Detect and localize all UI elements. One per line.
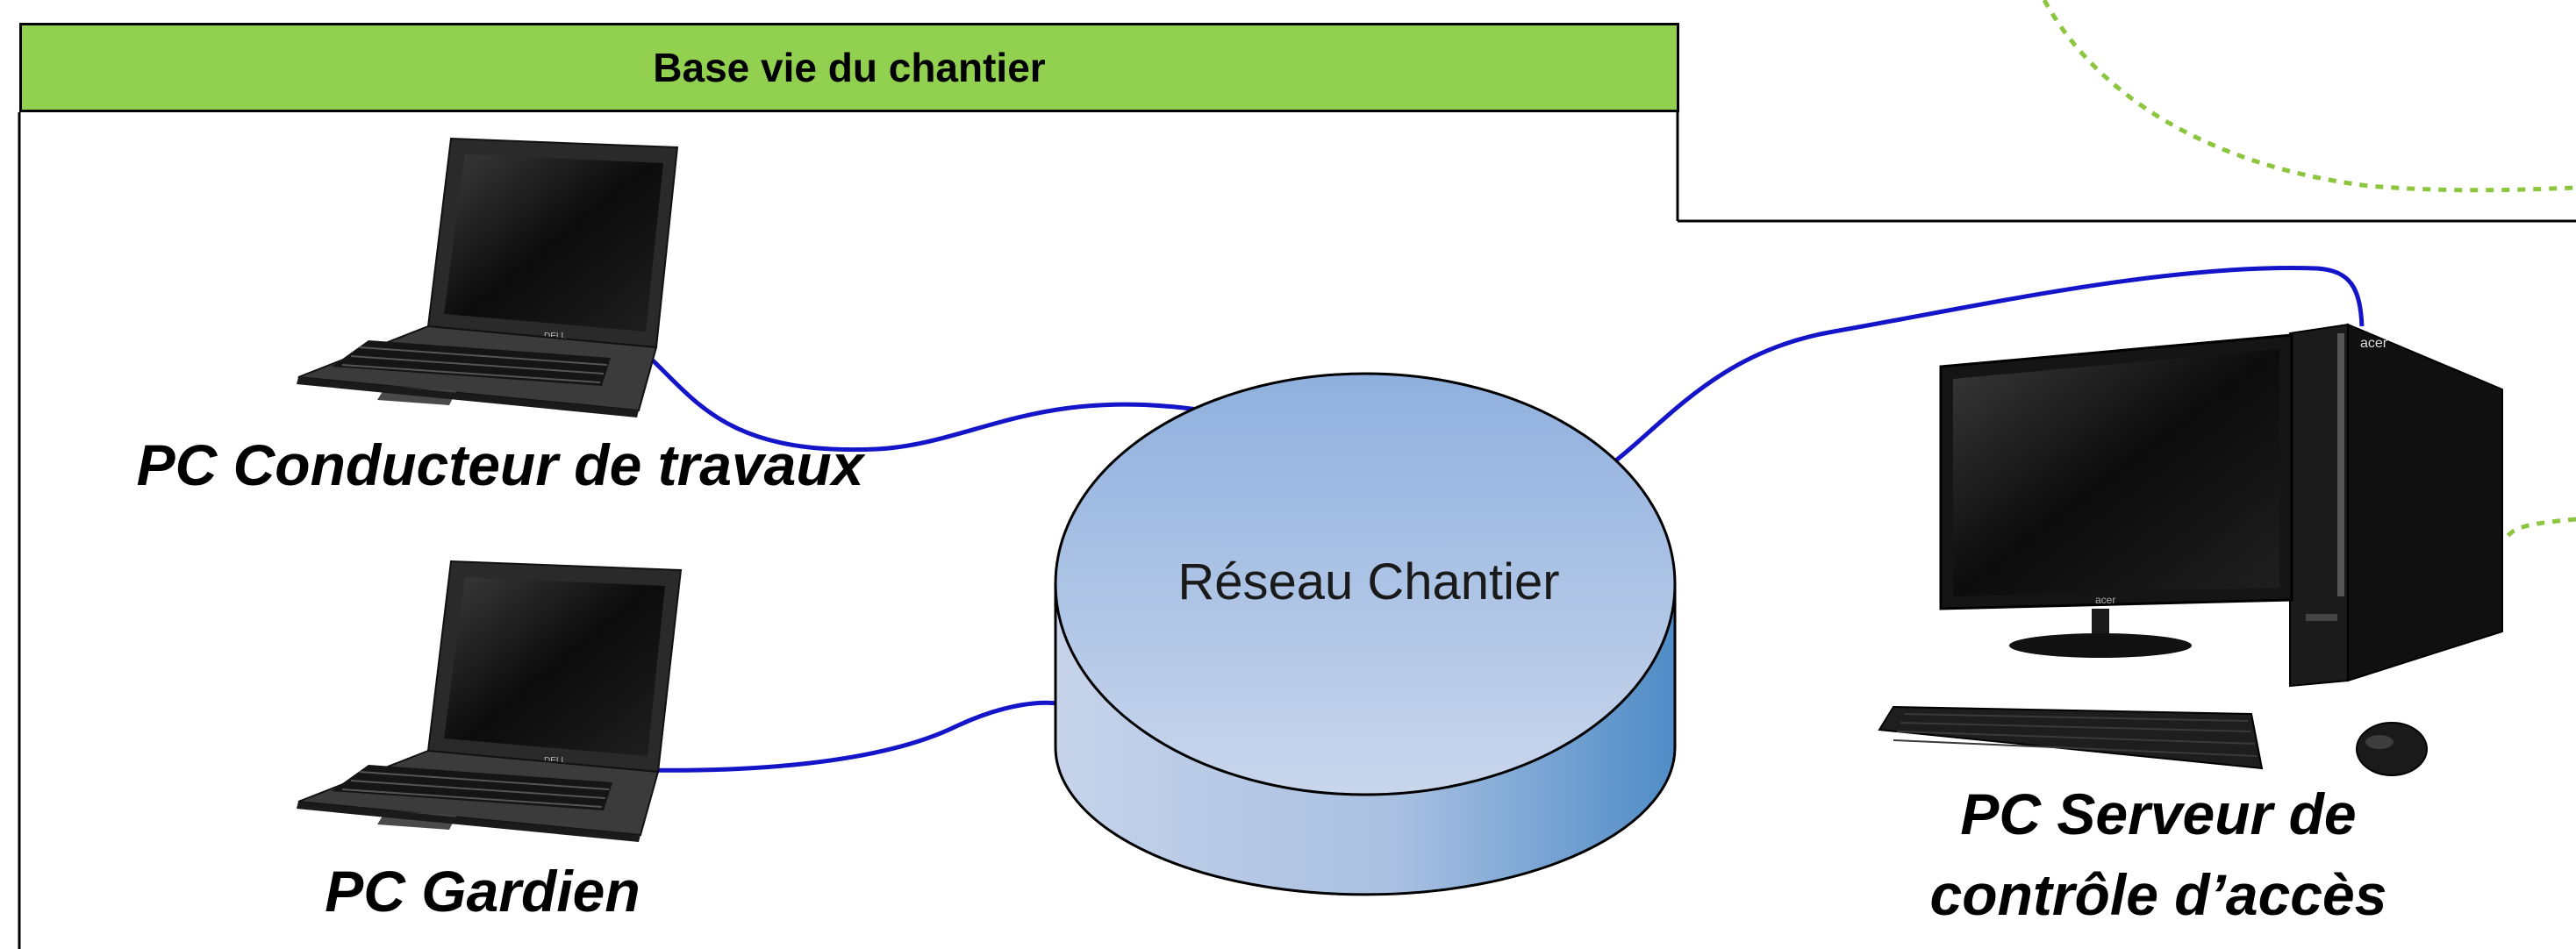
svg-text:DELL: DELL (544, 332, 566, 341)
label-pc-serveur-line1: PC Serveur de (1960, 781, 2357, 846)
cable-serveur (1611, 266, 2365, 465)
zone-title: Base vie du chantier (653, 45, 1046, 90)
network-label: Réseau Chantier (1177, 553, 1560, 610)
svg-text:DELL: DELL (544, 756, 566, 766)
network-cylinder-icon (1054, 372, 1677, 896)
network-cables (639, 266, 2365, 773)
laptop-icon-conducteur: DELL (297, 137, 679, 417)
cable-gardien (640, 700, 1059, 773)
label-pc-serveur-line2: contrôle d’accès (1929, 862, 2387, 927)
zone-title-bar: Base vie du chantier (19, 23, 1679, 112)
cable-conducteur (639, 347, 1205, 453)
zone-outline (18, 112, 2576, 949)
desktop-computer-icon: acer acer (1878, 323, 2503, 776)
label-pc-conducteur: PC Conducteur de travaux (136, 432, 864, 497)
svg-text:acer: acer (2095, 594, 2115, 606)
laptop-icon-gardien: DELL (297, 560, 683, 842)
svg-text:acer: acer (2360, 336, 2388, 351)
label-pc-serveur: PC Serveur de contrôle d’accès (1886, 774, 2430, 935)
dotted-boundary (2042, 0, 2576, 539)
label-pc-gardien: PC Gardien (325, 859, 640, 924)
